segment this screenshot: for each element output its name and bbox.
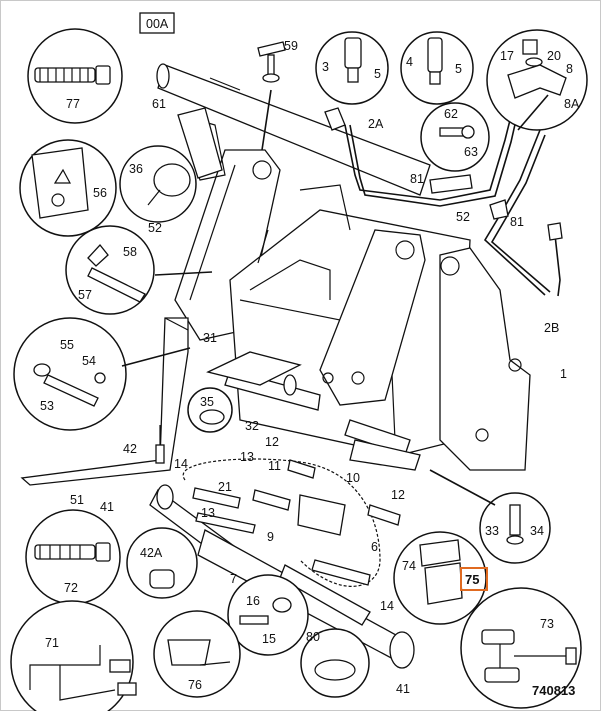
forks: [20, 317, 189, 486]
label-7: 7: [230, 572, 237, 586]
label-54: 54: [82, 354, 96, 368]
label-41b: 41: [396, 682, 410, 696]
label-8a: 8A: [564, 97, 580, 111]
label-3: 3: [322, 60, 329, 74]
label-52b: 52: [456, 210, 470, 224]
label-73: 73: [540, 617, 554, 631]
part-number-labels: 00A 59 3 5 4 5 17 20 8 8A 77 61 2A 62 63…: [40, 12, 580, 698]
label-15: 15: [262, 632, 276, 646]
label-36: 36: [129, 162, 143, 176]
label-4: 4: [406, 55, 413, 69]
label-10: 10: [346, 471, 360, 485]
callout-part-sketches: [29, 37, 577, 701]
label-12b: 12: [391, 488, 405, 502]
label-2b: 2B: [544, 321, 559, 335]
label-62: 62: [444, 107, 458, 121]
label-61: 61: [152, 97, 166, 111]
highlight-box: [460, 567, 488, 591]
label-1: 1: [560, 367, 567, 381]
label-63: 63: [464, 145, 478, 159]
label-58: 58: [123, 245, 137, 259]
label-14b: 14: [380, 599, 394, 613]
label-81: 81: [410, 172, 424, 186]
hydraulic-hoses: [324, 107, 563, 297]
label-52: 52: [148, 221, 162, 235]
main-carriage-frame: [174, 149, 531, 471]
label-35: 35: [200, 395, 214, 409]
label-81b: 81: [510, 215, 524, 229]
label-20: 20: [547, 49, 561, 63]
label-51: 51: [70, 493, 84, 507]
assembly-label-box: [139, 12, 175, 34]
label-59: 59: [284, 39, 298, 53]
label-80: 80: [306, 630, 320, 644]
label-6: 6: [371, 540, 378, 554]
label-76: 76: [188, 678, 202, 692]
label-12: 12: [265, 435, 279, 449]
callout-leaders: [121, 77, 549, 506]
valve-fittings: [155, 425, 401, 587]
label-21: 21: [218, 480, 232, 494]
label-17: 17: [500, 49, 514, 63]
label-31: 31: [203, 331, 217, 345]
label-33: 33: [485, 524, 499, 538]
label-75: 75: [465, 572, 479, 587]
label-00a: 00A: [146, 17, 169, 31]
label-53: 53: [40, 399, 54, 413]
label-5b: 5: [455, 62, 462, 76]
label-11: 11: [268, 459, 281, 473]
label-13: 13: [240, 450, 254, 464]
label-32: 32: [245, 419, 259, 433]
label-74: 74: [402, 559, 416, 573]
label-2a: 2A: [368, 117, 384, 131]
label-42: 42: [123, 442, 137, 456]
label-56: 56: [93, 186, 107, 200]
label-71: 71: [45, 636, 59, 650]
label-55: 55: [60, 338, 74, 352]
label-41: 41: [100, 500, 114, 514]
drawing-code: 740813: [532, 683, 575, 698]
label-14: 14: [174, 457, 188, 471]
top-rod: [156, 63, 431, 196]
label-72: 72: [64, 581, 78, 595]
label-16: 16: [246, 594, 260, 608]
label-77: 77: [66, 97, 80, 111]
label-57: 57: [78, 288, 92, 302]
label-5: 5: [374, 67, 381, 81]
label-42a: 42A: [140, 546, 163, 560]
label-34: 34: [530, 524, 544, 538]
label-9: 9: [267, 530, 274, 544]
label-13b: 13: [201, 506, 215, 520]
label-8: 8: [566, 62, 573, 76]
